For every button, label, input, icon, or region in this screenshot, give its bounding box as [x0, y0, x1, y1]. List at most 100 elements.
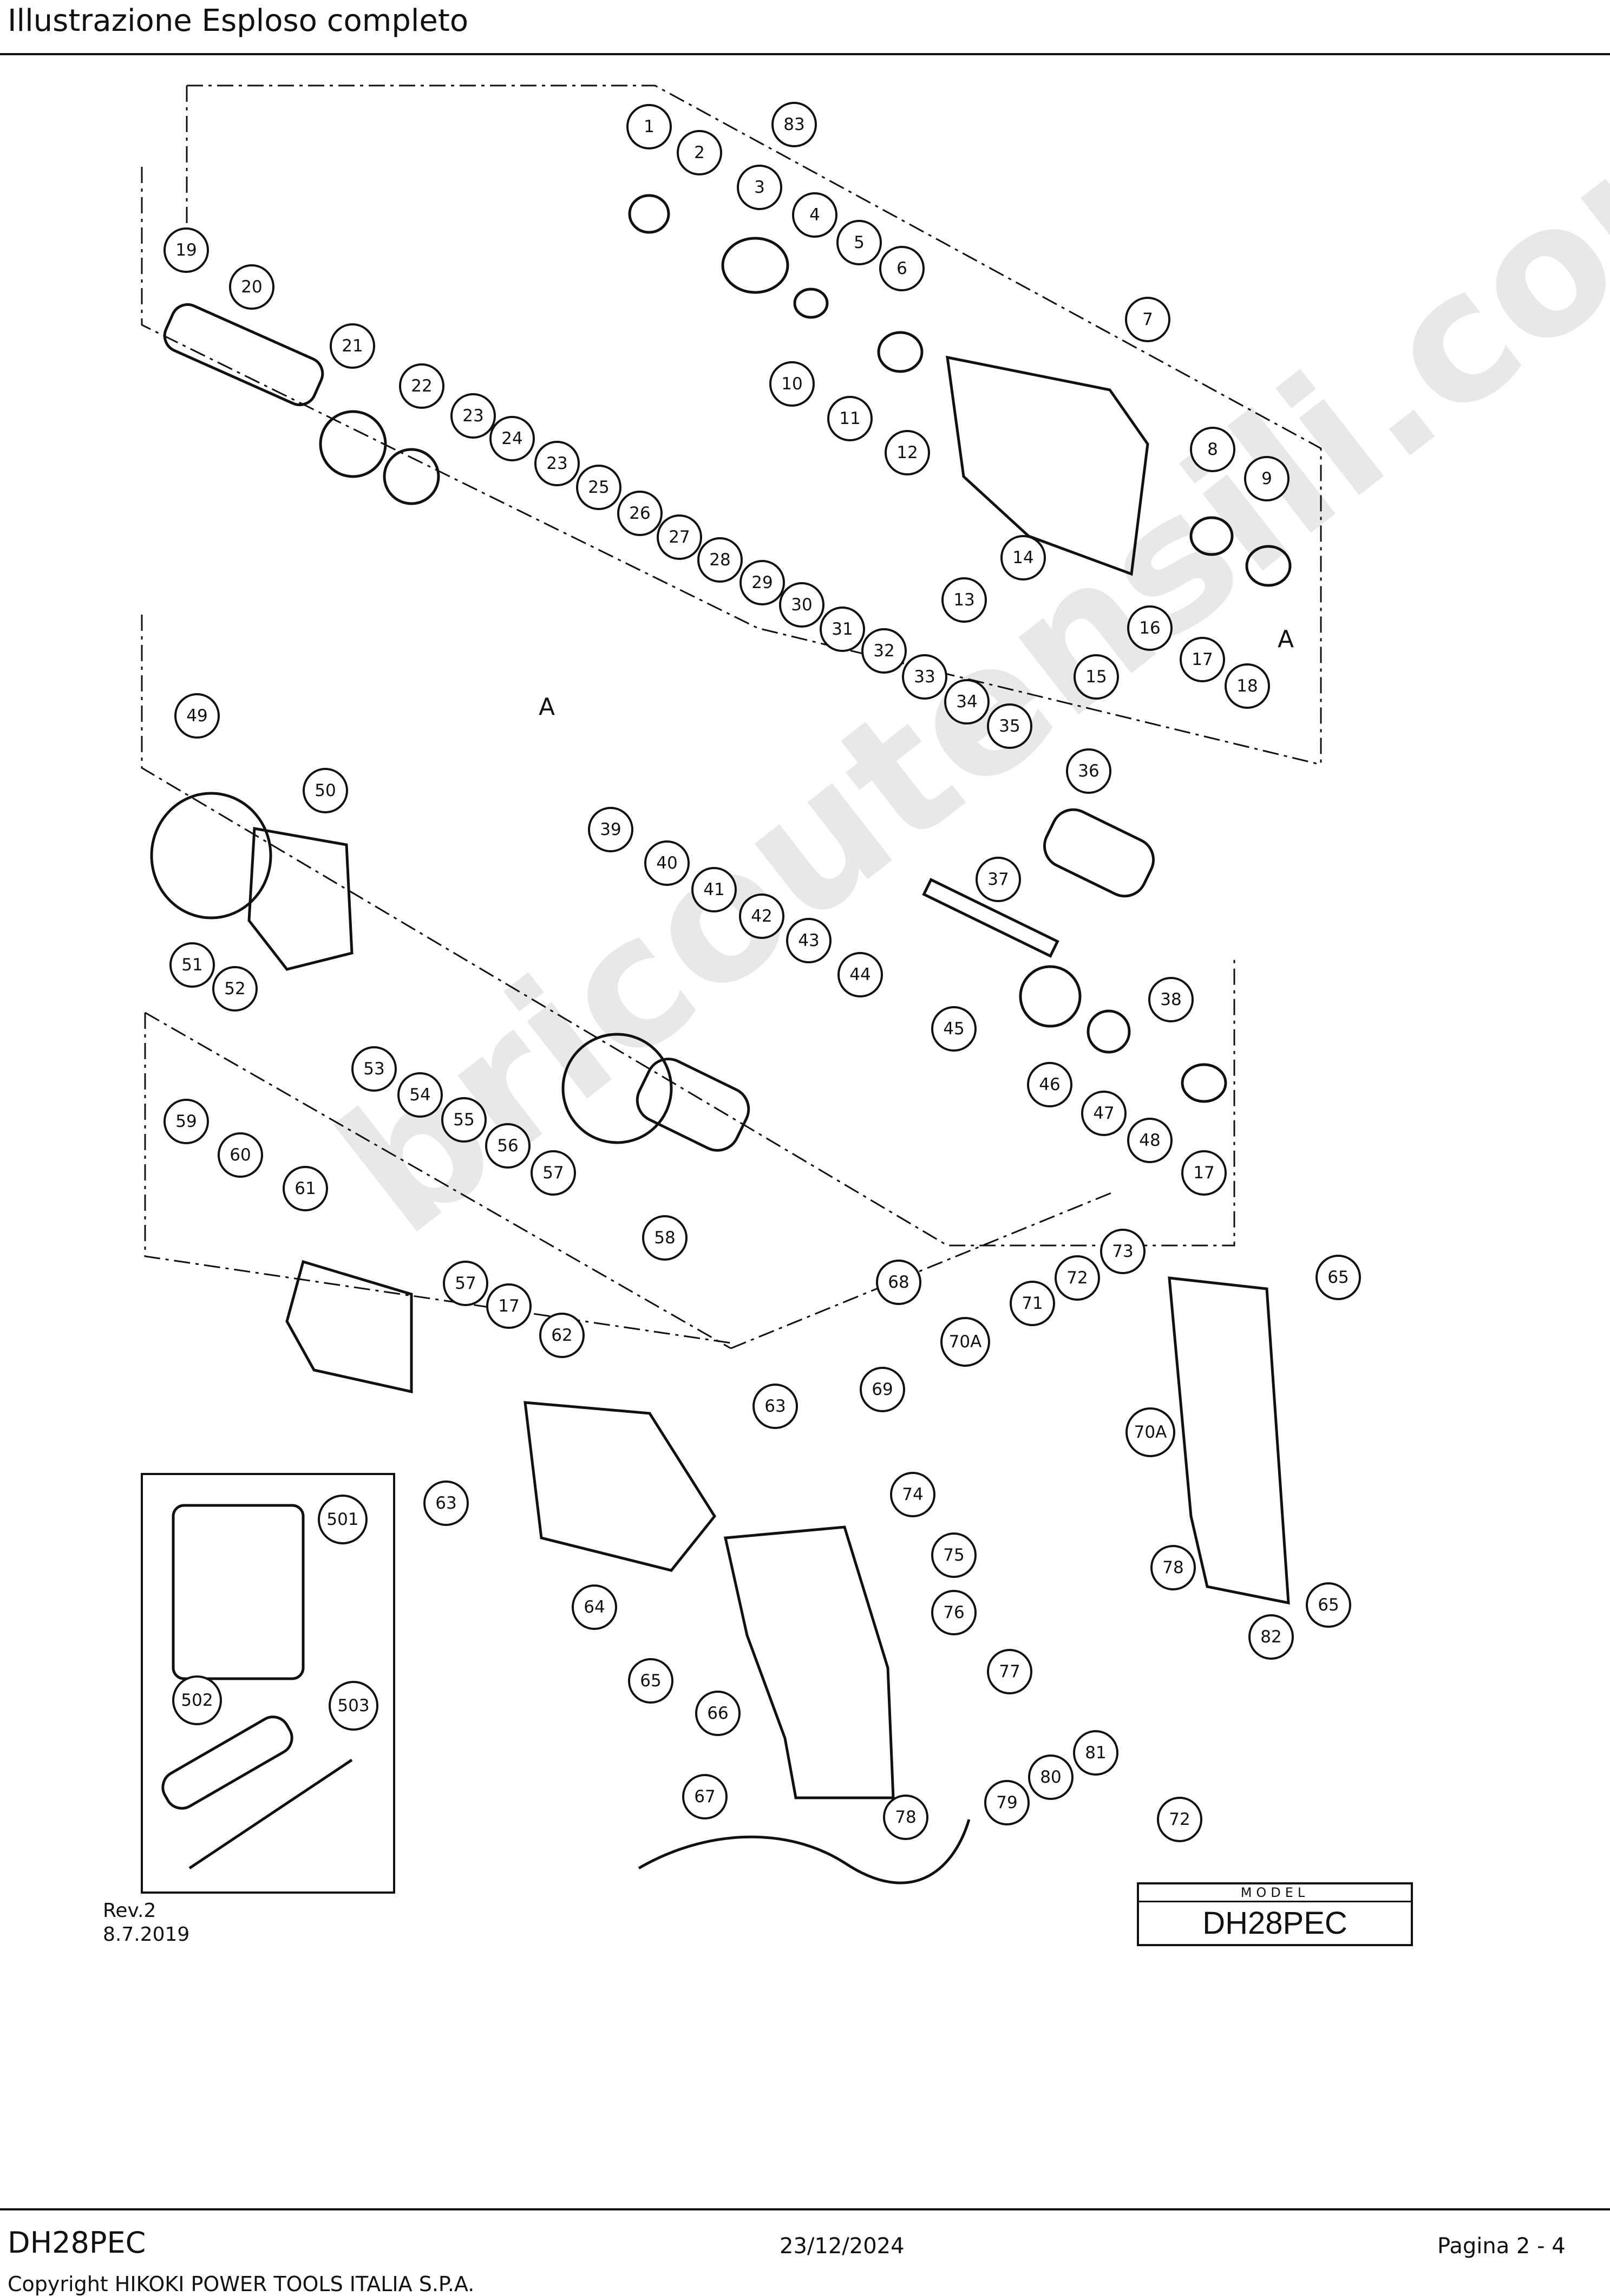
- model-box-name: DH28PEC: [1202, 1906, 1347, 1941]
- revision-info: Rev.2 8.7.2019: [103, 1899, 189, 1947]
- callout-circle: [1225, 663, 1270, 709]
- callout-circle: [987, 703, 1032, 749]
- callout-circle: [489, 416, 535, 461]
- callout-circle: [229, 264, 274, 310]
- callout-43: 43: [786, 918, 832, 963]
- handle-66-shape: [723, 1525, 895, 1799]
- callout-73: 73: [1100, 1229, 1146, 1274]
- callout-label: 22: [411, 376, 432, 396]
- callout-label: 52: [224, 979, 245, 999]
- callout-label: 59: [175, 1112, 197, 1131]
- callout-circle: [682, 1774, 728, 1819]
- depth-gauge-503-shape: [188, 1758, 353, 1870]
- callout-label: 14: [1012, 548, 1033, 568]
- gear-46-shape: [1019, 965, 1082, 1028]
- callout-label: 6: [896, 259, 907, 278]
- callout-label: 13: [953, 590, 974, 610]
- callout-circle: [1190, 427, 1235, 472]
- callout-label: 70A: [949, 1332, 982, 1352]
- callout-label: 36: [1078, 761, 1099, 781]
- callout-label: 33: [914, 667, 935, 687]
- callout-label: 23: [546, 454, 567, 473]
- callout-circle: [1148, 977, 1194, 1022]
- callout-circle: [1081, 1091, 1127, 1136]
- callout-circle: [330, 323, 375, 369]
- callout-17: 17: [1181, 1150, 1227, 1196]
- callout-503: 503: [329, 1681, 378, 1731]
- spindle-shape: [163, 303, 324, 407]
- callout-75: 75: [931, 1532, 977, 1578]
- callout-circle: [1028, 1754, 1074, 1800]
- callout-68: 68: [876, 1260, 921, 1305]
- callout-circle: [737, 165, 782, 210]
- callout-58: 58: [642, 1215, 688, 1261]
- callout-label: 47: [1093, 1104, 1114, 1123]
- page-title: Illustrazione Esploso completo: [8, 3, 469, 38]
- callout-82: 82: [1248, 1614, 1294, 1660]
- callout-74: 74: [890, 1472, 935, 1517]
- callout-label: 38: [1160, 990, 1181, 1009]
- callout-27: 27: [657, 514, 702, 560]
- callout-501: 501: [318, 1495, 368, 1544]
- callout-label: 18: [1236, 676, 1258, 696]
- callout-circle: [987, 1649, 1032, 1694]
- callout-label: 5: [854, 233, 865, 252]
- callout-62: 62: [539, 1313, 585, 1358]
- callout-41: 41: [691, 867, 737, 912]
- case-501-shape: [172, 1504, 305, 1680]
- callout-circle: [572, 1584, 617, 1630]
- callout-circle: [588, 807, 633, 852]
- callout-circle: [485, 1123, 531, 1169]
- callout-label: 61: [294, 1179, 316, 1198]
- callout-label: 70A: [1134, 1423, 1167, 1442]
- callout-circle: [423, 1480, 469, 1526]
- callout-circle: [1066, 748, 1111, 794]
- callout-label: 65: [1327, 1268, 1349, 1287]
- callout-18: 18: [1225, 663, 1270, 709]
- callout-circle: [940, 1317, 990, 1367]
- callout-circle: [827, 396, 873, 441]
- model-box: MODEL DH28PEC: [1137, 1882, 1413, 1946]
- callout-circle: [218, 1132, 263, 1178]
- cylinder-36-shape: [1043, 808, 1155, 898]
- callout-circle: [450, 393, 496, 439]
- callout-circle: [443, 1261, 488, 1306]
- callout-52: 52: [212, 966, 258, 1012]
- housing-62-shape: [523, 1401, 717, 1572]
- callout-label: 17: [1192, 650, 1213, 669]
- callout-circle: [657, 514, 702, 560]
- callout-7: 7: [1125, 297, 1170, 342]
- callout-circle: [397, 1072, 443, 1118]
- revision-number: Rev.2: [103, 1900, 156, 1922]
- callout-label: 79: [996, 1793, 1017, 1812]
- callout-label: 78: [895, 1808, 916, 1827]
- ring-1-shape: [628, 194, 670, 234]
- callout-label: 7: [1142, 310, 1153, 329]
- callout-32: 32: [861, 628, 907, 674]
- callout-circle: [820, 606, 865, 652]
- callout-66: 66: [695, 1691, 741, 1736]
- shaft-45-shape: [922, 878, 1059, 958]
- callout-8: 8: [1190, 427, 1235, 472]
- callout-label: 63: [764, 1397, 786, 1416]
- callout-circle: [1074, 654, 1119, 700]
- callout-label: 24: [501, 429, 522, 448]
- callout-circle: [931, 1532, 977, 1578]
- callout-label: 54: [409, 1085, 430, 1105]
- footer-copyright: Copyright HIKOKI POWER TOOLS ITALIA S.P.…: [8, 2272, 475, 2296]
- callout-11: 11: [827, 396, 873, 441]
- callout-circle: [1150, 1545, 1196, 1590]
- callout-circle: [902, 654, 947, 700]
- callout-circle: [351, 1046, 397, 1092]
- callout-circle: [752, 1384, 798, 1429]
- callout-label: 57: [455, 1274, 476, 1293]
- callout-circle: [576, 465, 621, 510]
- callout-label: 501: [326, 1510, 358, 1529]
- callout-77: 77: [987, 1649, 1032, 1694]
- callout-label: 31: [832, 619, 853, 639]
- callout-circle: [890, 1472, 935, 1517]
- callout-78: 78: [883, 1795, 928, 1840]
- callout-circle: [1127, 1118, 1173, 1163]
- callout-29: 29: [739, 560, 785, 605]
- callout-label: 51: [181, 955, 202, 975]
